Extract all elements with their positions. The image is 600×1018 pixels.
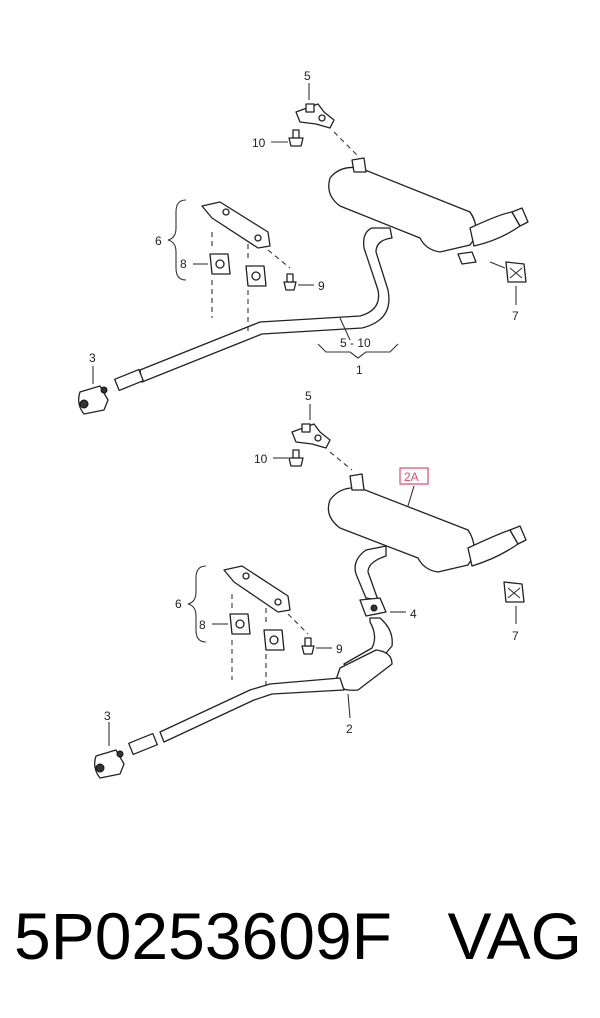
leader-2 — [347, 693, 351, 719]
label-1: 1 — [356, 363, 363, 377]
bottom-middle-silencer — [335, 649, 393, 691]
brand-label: VAG — [447, 899, 582, 973]
bottom-hanger-bracket — [223, 565, 291, 613]
bottom-assembly: 5 10 2A 7 — [94, 389, 527, 779]
bottom-pipe-upper — [354, 545, 387, 601]
label-7-top: 7 — [512, 309, 519, 323]
brace-6-bottom — [187, 565, 207, 643]
bottom-bolt — [288, 449, 304, 467]
bottom-pipe-front — [159, 677, 345, 743]
bottom-rubber-mount-right — [263, 629, 285, 651]
top-bracket — [295, 103, 335, 129]
dash-bracket-silencer-b — [329, 451, 353, 471]
top-assembly: 5 10 7 — [78, 69, 529, 415]
top-bolt — [288, 129, 304, 147]
bottom-rear-silencer — [327, 473, 527, 573]
top-rear-silencer — [328, 157, 529, 265]
label-5-bottom: 5 — [305, 389, 312, 403]
bottom-rubber-mount-left — [229, 613, 251, 635]
label-6-top: 6 — [155, 234, 162, 248]
bottom-pipe-end — [128, 732, 158, 756]
dash-bolt-9 — [267, 249, 291, 269]
top-clamp — [78, 385, 109, 415]
label-4: 4 — [410, 607, 417, 621]
label-5-top: 5 — [304, 69, 311, 83]
bottom-bracket — [291, 423, 331, 449]
leader-2a — [407, 485, 415, 507]
top-pipe-end — [114, 368, 144, 392]
top-rubber-ring — [505, 261, 527, 283]
label-2: 2 — [346, 722, 353, 736]
label-6-bottom: 6 — [175, 597, 182, 611]
bottom-clamp-mid — [359, 597, 387, 617]
part-number: 5P0253609F — [14, 899, 392, 973]
label-10-top: 10 — [252, 136, 266, 150]
bottom-clamp-front — [94, 749, 125, 779]
dash-bracket-silencer — [333, 131, 359, 157]
bottom-rubber-ring — [503, 581, 525, 603]
label-3-top: 3 — [89, 351, 96, 365]
top-pipe — [139, 227, 393, 383]
exhaust-parts-diagram: 5 10 7 — [78, 69, 529, 779]
label-3-bottom: 3 — [104, 709, 111, 723]
label-9-bottom: 9 — [336, 642, 343, 656]
brace-6-top — [167, 199, 187, 281]
top-rubber-mount-right — [245, 265, 267, 287]
label-8-top: 8 — [180, 257, 187, 271]
leader-1-top — [339, 317, 351, 341]
label-range: 5 - 10 — [340, 336, 371, 350]
top-rubber-mount-left — [209, 253, 231, 275]
label-9-top: 9 — [318, 279, 325, 293]
dash-ring — [489, 261, 506, 269]
highlight-2a-box — [399, 467, 429, 485]
range-bracket — [317, 343, 399, 359]
label-10-bottom: 10 — [254, 452, 268, 466]
top-hanger-bracket — [201, 201, 271, 249]
label-2a: 2A — [404, 470, 419, 484]
bottom-bolt-9 — [301, 637, 315, 655]
label-8-bottom: 8 — [199, 618, 206, 632]
dash-bolt-9b — [287, 613, 309, 635]
top-bolt-9 — [283, 273, 297, 291]
label-7-bottom: 7 — [512, 629, 519, 643]
